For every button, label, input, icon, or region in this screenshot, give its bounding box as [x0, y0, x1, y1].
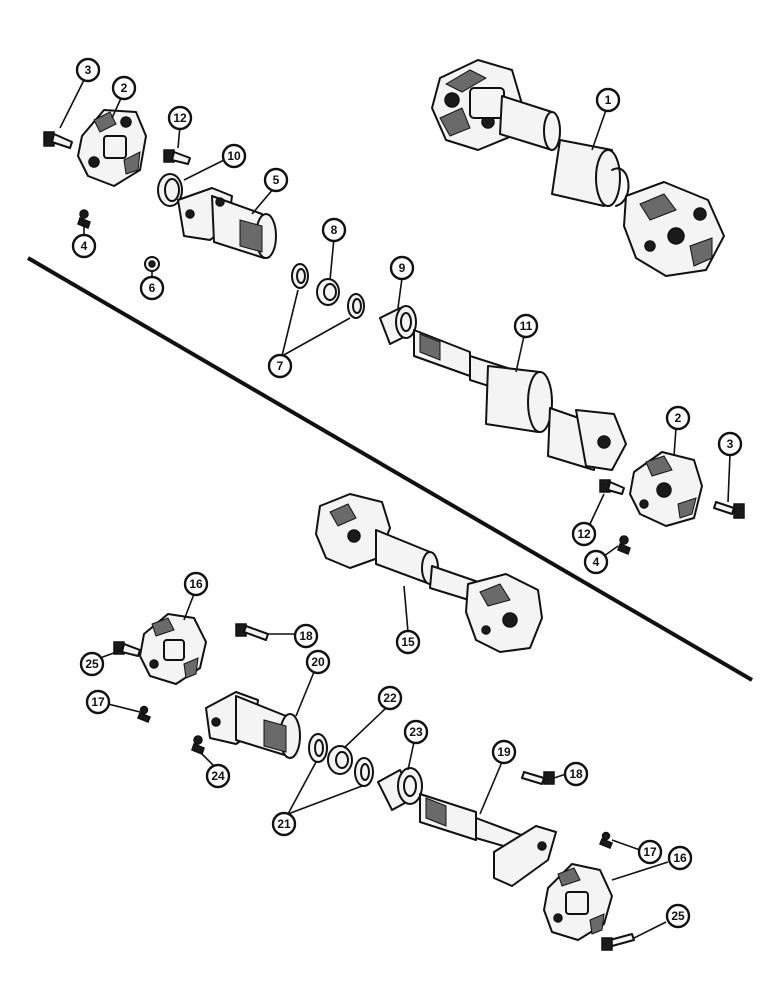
bolt-upper-right — [713, 501, 745, 519]
callout-label: 16 — [189, 577, 203, 591]
cross-kit-16-left — [139, 613, 207, 685]
callout-12-lower: 12 — [571, 521, 597, 547]
bolt-12-lower — [599, 479, 625, 495]
callout-6: 6 — [139, 275, 165, 301]
callout-23: 23 — [403, 719, 429, 745]
callout-label: 5 — [273, 173, 280, 187]
callout-label: 17 — [643, 845, 657, 859]
complete-shaft-assembly-upper — [431, 59, 725, 277]
callout-label: 25 — [671, 909, 685, 923]
grease-fitting-upper-right — [617, 535, 631, 555]
callout-2-upper-right: 2 — [665, 405, 691, 431]
callout-1: 1 — [595, 87, 621, 113]
callout-18-upper: 18 — [293, 623, 319, 649]
callout-label: 10 — [227, 149, 241, 163]
callout-label: 3 — [727, 437, 734, 451]
callout-22: 22 — [377, 685, 403, 711]
bolt-18-upper — [235, 623, 269, 641]
coupling-cross-upper-left — [77, 109, 147, 187]
callout-label: 15 — [401, 635, 415, 649]
callout-20: 20 — [305, 649, 331, 675]
callout-label: 19 — [497, 745, 511, 759]
callout-17-left: 17 — [85, 689, 111, 715]
callout-label: 18 — [569, 767, 583, 781]
callout-24: 24 — [205, 763, 231, 789]
callout-11: 11 — [513, 313, 539, 339]
callout-25-right: 25 — [665, 903, 691, 929]
callout-label: 4 — [81, 239, 88, 253]
callout-label: 18 — [299, 629, 313, 643]
bushing-9 — [379, 305, 417, 345]
callout-18-lower: 18 — [563, 761, 589, 787]
callout-7: 7 — [267, 353, 293, 379]
complete-shaft-assembly-lower — [315, 493, 543, 653]
callout-label: 23 — [409, 725, 423, 739]
callout-12-upper: 12 — [167, 105, 193, 131]
callout-21: 21 — [271, 811, 297, 837]
bolt-18-lower — [521, 771, 555, 785]
grease-fitting-17-right — [599, 831, 613, 849]
leader-lines — [59, 77, 731, 939]
callout-label: 22 — [383, 691, 397, 705]
callout-label: 1 — [605, 93, 612, 107]
callout-label: 3 — [85, 63, 92, 77]
bushing-23 — [377, 767, 423, 811]
bolt-25-left — [113, 641, 141, 657]
splined-shaft-11 — [413, 329, 627, 471]
bolt-25-right — [601, 933, 635, 951]
callout-8: 8 — [321, 217, 347, 243]
callout-4-upper-right: 4 — [583, 549, 609, 575]
callout-label: 2 — [675, 411, 682, 425]
callout-3-upper-left: 3 — [75, 57, 101, 83]
callout-19: 19 — [491, 739, 517, 765]
callout-5: 5 — [263, 167, 289, 193]
callout-label: 12 — [173, 111, 187, 125]
callout-15: 15 — [395, 629, 421, 655]
callout-label: 6 — [149, 281, 156, 295]
callout-label: 11 — [520, 319, 533, 333]
cross-kit-16-right — [543, 863, 613, 941]
grease-fitting-upper-left — [77, 209, 91, 229]
flange-yoke-20 — [205, 691, 301, 759]
yoke-coupling-right — [623, 181, 725, 277]
callout-label: 21 — [277, 817, 291, 831]
splined-shaft-19 — [419, 793, 557, 887]
callout-2-upper-left: 2 — [111, 75, 137, 101]
callout-label: 16 — [673, 851, 687, 865]
callout-label: 12 — [577, 527, 591, 541]
coupling-cross-upper-right — [629, 451, 703, 527]
callout-label: 20 — [311, 655, 325, 669]
callout-3-upper-right: 3 — [717, 431, 743, 457]
section-divider-line — [26, 256, 754, 682]
grease-fitting-24 — [191, 735, 205, 755]
callout-16-left: 16 — [183, 571, 209, 597]
callout-label: 24 — [211, 769, 225, 783]
callout-16-right: 16 — [667, 845, 693, 871]
callout-label: 25 — [85, 657, 99, 671]
callout-9: 9 — [389, 255, 415, 281]
bolt-upper-left — [43, 131, 73, 149]
callout-label: 2 — [121, 81, 128, 95]
grease-fitting-17-left — [137, 705, 151, 723]
flange-yoke-5 — [177, 187, 277, 259]
callout-4-upper-left: 4 — [71, 233, 97, 259]
callout-10: 10 — [221, 143, 247, 169]
callout-25-left: 25 — [79, 651, 105, 677]
callout-label: 7 — [277, 359, 284, 373]
callout-17-right: 17 — [637, 839, 663, 865]
bolt-12-upper — [163, 149, 191, 165]
callout-label: 8 — [331, 223, 338, 237]
callout-label: 17 — [91, 695, 105, 709]
callout-label: 9 — [399, 261, 406, 275]
callout-label: 4 — [593, 555, 600, 569]
